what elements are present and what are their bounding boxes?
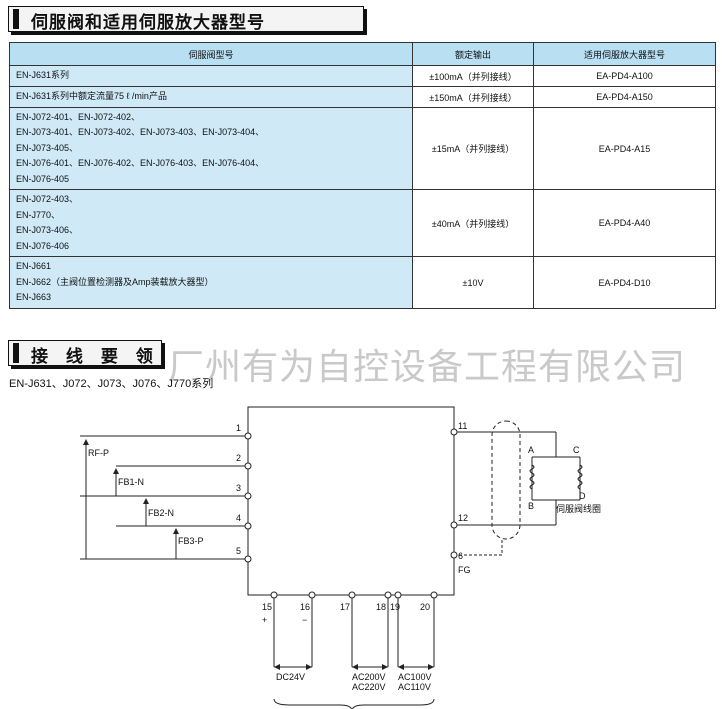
model-line: EN-J662（主阀位置检测器及Amp装载放大器型） (16, 276, 214, 287)
model-line: EN-J631系列中额定流量75 ℓ /min产品 (16, 91, 167, 102)
model-line: EN-J631系列 (16, 70, 70, 81)
servo-spec-table: 伺服阀型号 额定输出 适用伺服放大器型号 EN-J631系列 ±100mA（并列接… (9, 42, 716, 309)
rated-output-cell: ±40mA（并列接线） (412, 189, 534, 257)
rated-output-cell: ±150mA（并列接线） (412, 86, 534, 108)
table-row: EN-J631系列中额定流量75 ℓ /min产品 ±150mA（并列接线）EA-… (9, 86, 716, 108)
header-bar (13, 9, 19, 29)
fg-label: FG (458, 565, 471, 575)
pin-label: 20 (420, 602, 430, 612)
coil-label: 伺服阀线圈 (556, 503, 601, 514)
polarity-plus: + (262, 615, 267, 625)
amplifier-model-cell: EA-PD4-A40 (533, 189, 716, 257)
column-header-amplifier: 适用伺服放大器型号 (533, 42, 716, 66)
section-header-wiring: 接 线 要 领 (8, 340, 162, 367)
rated-output-cell: ±15mA（并列接线） (412, 107, 534, 190)
signal-label: FB3-P (178, 536, 204, 546)
rated-output-cell: ±100mA（并列接线） (412, 65, 534, 87)
pin-label: 12 (458, 513, 468, 523)
pin-label: 5 (236, 546, 241, 556)
model-cell: EN-J631系列 (9, 65, 413, 87)
model-line: EN-J770、 (16, 209, 61, 220)
coil-letter: C (573, 445, 580, 455)
table-row: EN-J072-401、EN-J072-402、 EN-J073-401、EN-J… (9, 107, 716, 190)
coil-letter: B (528, 501, 534, 511)
amplifier-box (247, 406, 455, 596)
pin-label: 16 (300, 602, 310, 612)
signal-label: FB1-N (118, 477, 144, 487)
ac-label: AC220V (352, 682, 386, 692)
ac-label: AC100V (398, 672, 432, 682)
pin-label: 15 (262, 602, 272, 612)
wiring-subtitle: EN-J631、J072、J073、J076、J770系列 (9, 378, 214, 390)
header-bar (13, 343, 19, 363)
table-row: EN-J072-403、 EN-J770、 EN-J073-406、 EN-J076-… (9, 189, 716, 257)
column-header-output: 额定输出 (412, 42, 534, 66)
model-line: EN-J663 (16, 292, 52, 303)
section-title: 伺服阀和适用伺服放大器型号 (31, 13, 265, 33)
model-cell: EN-J072-403、 EN-J770、 EN-J073-406、 EN-J076-… (9, 189, 413, 257)
polarity-minus: − (302, 615, 307, 625)
pin-label: 3 (236, 483, 241, 493)
model-cell: EN-J631系列中额定流量75 ℓ /min产品 (9, 86, 413, 108)
model-line: EN-J073-401、EN-J073-402、EN-J073-403、EN-J… (16, 127, 265, 138)
model-cell: EN-J072-401、EN-J072-402、 EN-J073-401、EN-J… (9, 107, 413, 190)
signal-label: RF-P (88, 448, 109, 458)
dc-label: DC24V (276, 672, 305, 682)
rated-output-cell: ±10V (412, 256, 534, 309)
section-header-models: 伺服阀和适用伺服放大器型号 (8, 6, 364, 33)
column-header-model: 伺服阀型号 (9, 42, 413, 66)
coil-letter: D (579, 491, 586, 501)
pin-label: 2 (236, 453, 241, 463)
model-line: EN-J073-406、 (16, 225, 79, 235)
ac-label: AC200V (352, 672, 386, 682)
model-line: EN-J073-405、 (16, 142, 79, 153)
table-header-row: 伺服阀型号 额定输出 适用伺服放大器型号 (9, 42, 716, 66)
pin-label: 4 (236, 513, 241, 523)
servo-coils (529, 464, 583, 490)
pin-label: 17 (340, 602, 350, 612)
model-line: EN-J072-403、 (16, 194, 79, 204)
pin-label: 11 (458, 421, 467, 431)
section-title: 接 线 要 领 (31, 347, 159, 367)
model-line: EN-J076-401、EN-J076-402、EN-J076-403、EN-J… (16, 158, 265, 169)
pin-label: 19 (390, 602, 400, 612)
amplifier-model-cell: EA-PD4-A100 (533, 65, 716, 87)
coil-letter: A (528, 445, 534, 455)
model-line: EN-J072-401、EN-J072-402、 (16, 111, 141, 122)
model-line: EN-J661 (16, 261, 52, 272)
watermark: 厂州有为自控设备工程有限公司 (168, 347, 687, 388)
ac-label: AC110V (398, 682, 431, 692)
model-line: EN-J076-405 (16, 173, 70, 184)
terminals (244, 428, 458, 599)
table-row: EN-J631系列 ±100mA（并列接线）EA-PD4-A100 (9, 65, 716, 87)
wiring-diagram: 1 2 3 4 5 RF-P FB1-N FB2-N FB3-P 11 12 6… (80, 406, 601, 709)
amplifier-model-cell: EA-PD4-A150 (533, 86, 716, 108)
cable-shield (491, 420, 521, 540)
signal-label: FB2-N (148, 508, 174, 518)
pin-label: 6 (458, 551, 463, 561)
amplifier-model-cell: EA-PD4-D10 (533, 256, 716, 309)
model-line: EN-J076-406 (16, 240, 70, 251)
pin-label: 1 (236, 423, 241, 433)
amplifier-model-cell: EA-PD4-A15 (533, 107, 716, 190)
pin-label: 18 (376, 602, 386, 612)
